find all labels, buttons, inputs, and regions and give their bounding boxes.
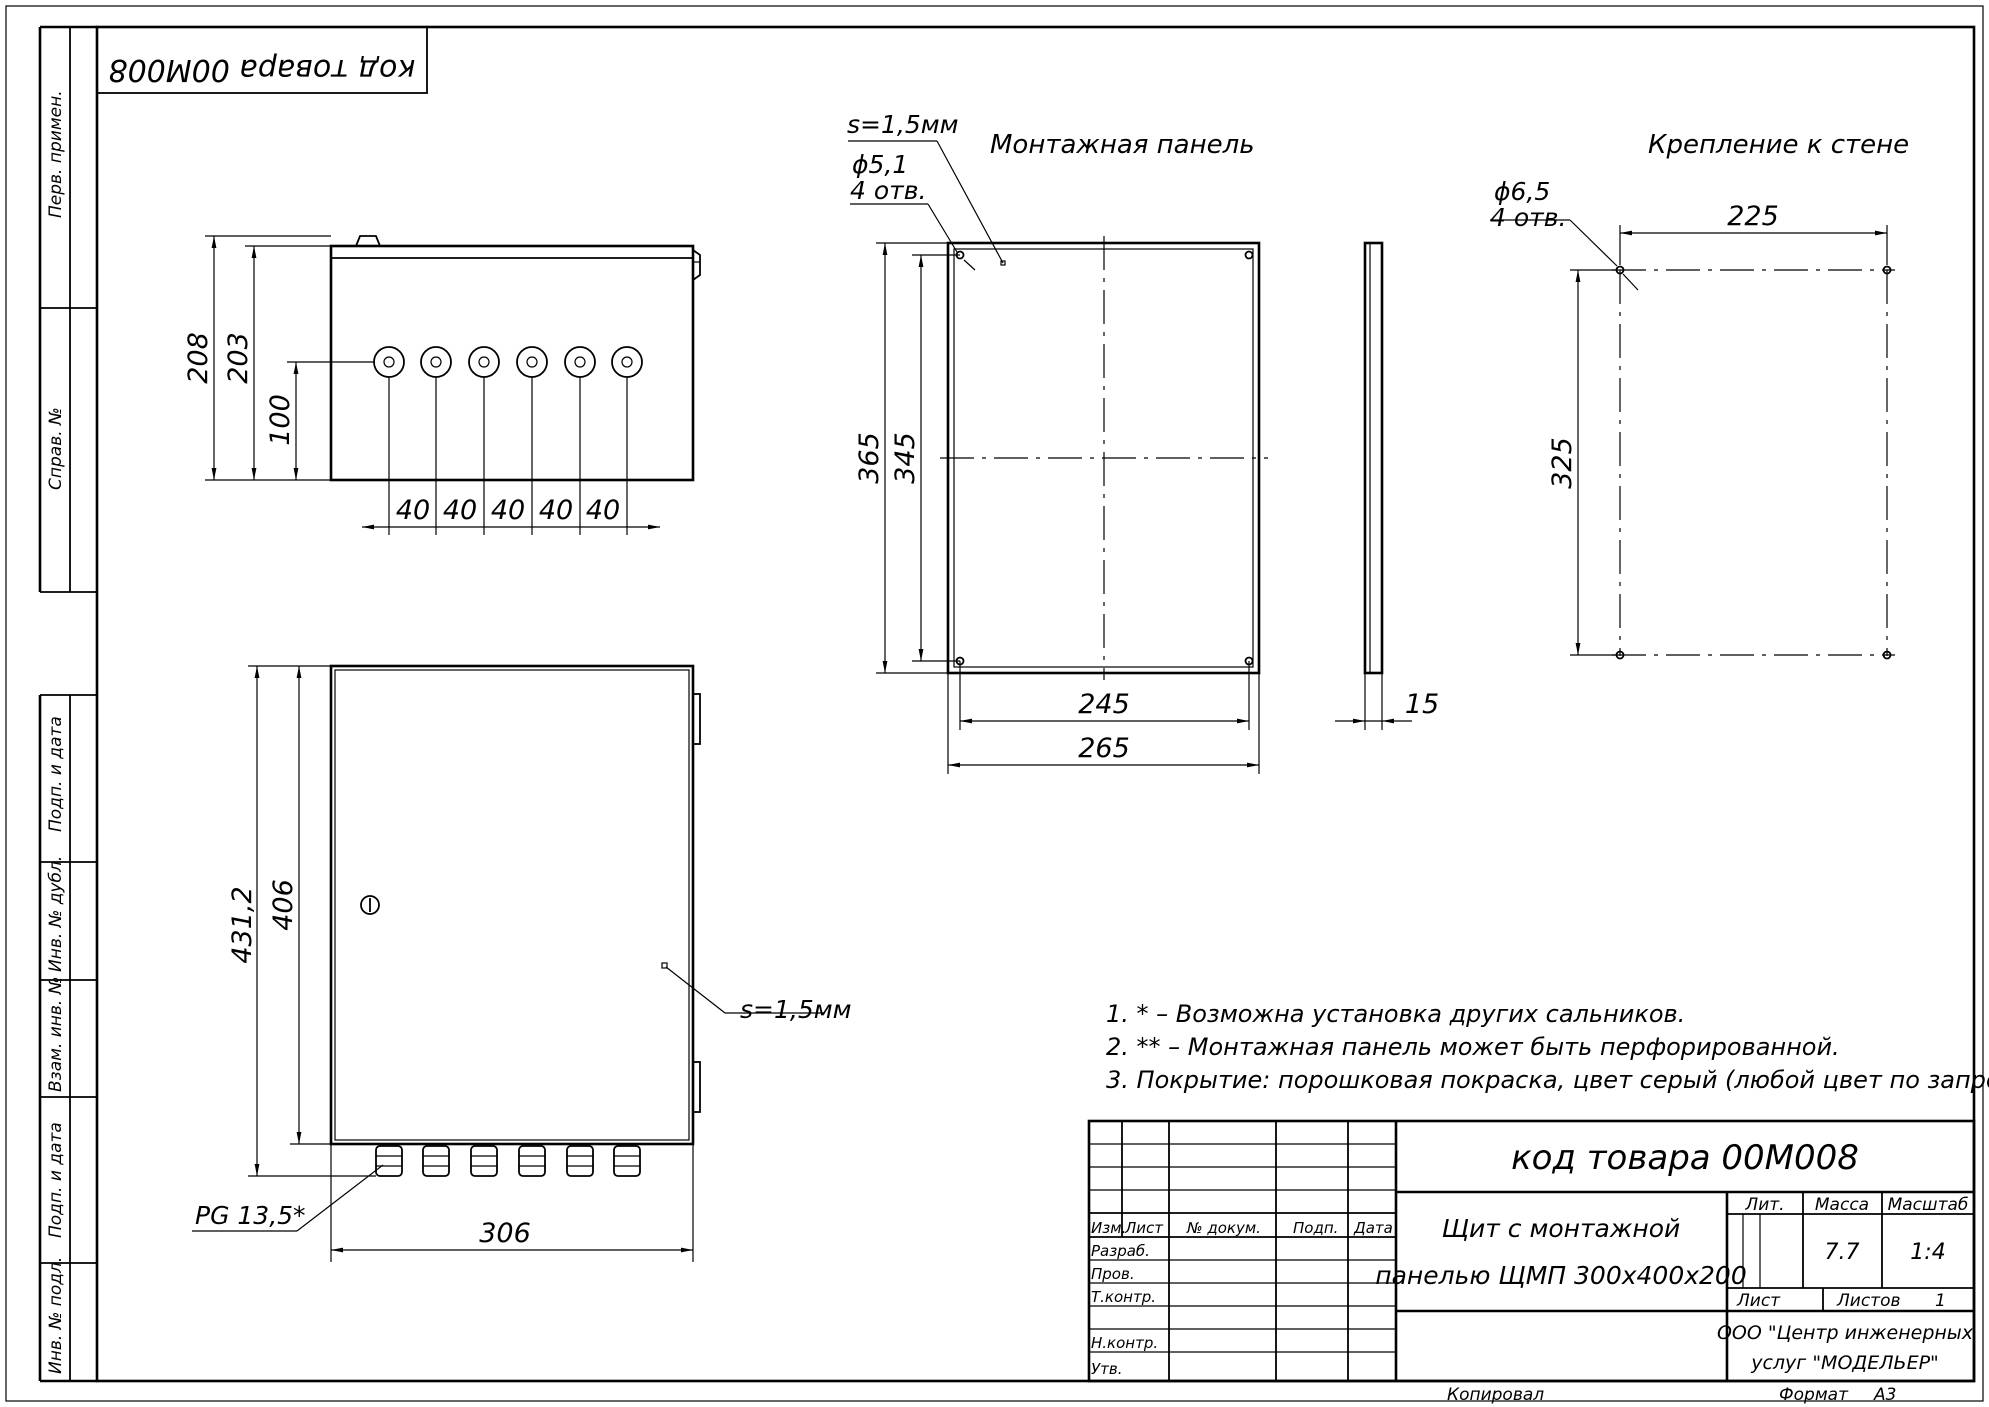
- dim-panel-345: 345: [890, 432, 921, 484]
- front-view: [192, 664, 825, 1262]
- hdr-izm: Изм.: [1091, 1219, 1126, 1237]
- lock-icon: [360, 895, 380, 915]
- massa-label: Масса: [1815, 1195, 1869, 1215]
- dim-panel-245: 245: [1078, 689, 1130, 720]
- massa-value: 7.7: [1825, 1240, 1860, 1265]
- callout-hole-wall-d: ϕ6,5: [1494, 177, 1550, 206]
- side-gland-holes: [373, 346, 643, 378]
- strip-sprav-no: Справ. №: [46, 407, 66, 490]
- callout-s-panel: s=1,5мм: [847, 110, 958, 139]
- dim-front-306: 306: [479, 1218, 531, 1249]
- dim-side-100: 100: [265, 394, 296, 446]
- listov-value: 1: [1935, 1291, 1946, 1311]
- title-name-line1: Щит с монтажной: [1442, 1214, 1681, 1243]
- side-view: [205, 235, 701, 535]
- role-nkontr: Н.контр.: [1091, 1334, 1158, 1352]
- strip-vzam-inv: Взам. инв. №: [46, 977, 66, 1092]
- dim-panel-thk: 15: [1405, 689, 1439, 720]
- footer-kopiroval: Копировал: [1447, 1385, 1544, 1405]
- dim-front-406: 406: [268, 879, 299, 931]
- masshtab-label: Масштаб: [1888, 1195, 1969, 1215]
- code-stamp-text: код товара 00M008: [109, 52, 416, 87]
- dim-wall-325: 325: [1547, 437, 1578, 489]
- note-2: 2. ** – Монтажная панель может быть перф…: [1106, 1033, 1840, 1061]
- company-line1: ООО "Центр инженерных: [1717, 1322, 1974, 1344]
- dim-panel-265: 265: [1078, 733, 1130, 764]
- strip-inv-dubl: Инв. № дубл.: [46, 856, 66, 972]
- dim-wall-225: 225: [1727, 201, 1779, 232]
- dim-panel-365: 365: [854, 432, 885, 484]
- dim-pitch-4: 40: [539, 495, 573, 526]
- role-razrab: Разраб.: [1091, 1242, 1150, 1260]
- view-title-wall-mount: Крепление к стене: [1648, 130, 1909, 160]
- dim-pitch-1: 40: [396, 495, 430, 526]
- masshtab-value: 1:4: [1910, 1240, 1945, 1265]
- code-stamp: код товара 00M008: [96, 26, 428, 94]
- hdr-dokum: № докум.: [1186, 1219, 1261, 1237]
- role-tkontr: Т.контр.: [1091, 1288, 1156, 1306]
- role-utv: Утв.: [1091, 1360, 1123, 1378]
- footer-format-label: Формат: [1779, 1385, 1849, 1405]
- title-code: код товара 00M008: [1511, 1138, 1859, 1178]
- dim-pitch-2: 40: [443, 495, 477, 526]
- callout-hole-panel-d: ϕ5,1: [852, 150, 908, 179]
- strip-podp-data-2: Подп. и дата: [46, 1122, 66, 1238]
- dim-pitch-3: 40: [491, 495, 525, 526]
- view-title-mounting-panel: Монтажная панель: [990, 130, 1255, 160]
- title-name-line2: панелью ЩМП 300х400х200: [1375, 1261, 1747, 1290]
- list-label: Лист: [1736, 1291, 1781, 1311]
- dim-side-208: 208: [183, 332, 214, 384]
- hdr-data: Дата: [1353, 1219, 1393, 1237]
- lit-label: Лит.: [1744, 1195, 1784, 1215]
- front-glands: [375, 1145, 641, 1177]
- dim-front-431: 431,2: [227, 886, 258, 963]
- strip-podp-data-1: Подп. и дата: [46, 716, 66, 832]
- title-block: [1087, 1119, 1976, 1383]
- callout-s-front: s=1,5мм: [740, 995, 851, 1024]
- hdr-list: Лист: [1124, 1219, 1164, 1237]
- hdr-podp: Подп.: [1293, 1219, 1338, 1237]
- callout-hole-panel-n: 4 отв.: [850, 176, 926, 205]
- callout-hole-wall-n: 4 отв.: [1490, 203, 1566, 232]
- footer-format-value: А3: [1873, 1385, 1896, 1405]
- dim-side-203: 203: [223, 332, 254, 384]
- company-line2: услуг "МОДЕЛЬЕР": [1750, 1352, 1939, 1374]
- listov-label: Листов: [1836, 1291, 1901, 1311]
- role-prov: Пров.: [1091, 1265, 1135, 1283]
- inner-frame: [95, 25, 1976, 1383]
- callout-gland: PG 13,5*: [195, 1201, 306, 1230]
- dim-pitch-5: 40: [586, 495, 620, 526]
- strip-perv-primen: Перв. примен.: [46, 90, 66, 218]
- wall-mount-view: [1490, 219, 1895, 660]
- outer-border: [5, 5, 1984, 1402]
- strip-inv-podl: Инв. № подл.: [46, 1257, 66, 1374]
- mounting-panel-view: [848, 140, 1412, 774]
- side-strip: Перв. примен. Справ. № Подп. и дата Инв.…: [38, 25, 97, 1383]
- note-1: 1. * – Возможна установка других сальник…: [1106, 1000, 1685, 1028]
- note-3: 3. Покрытие: порошковая покраска, цвет с…: [1106, 1066, 1989, 1094]
